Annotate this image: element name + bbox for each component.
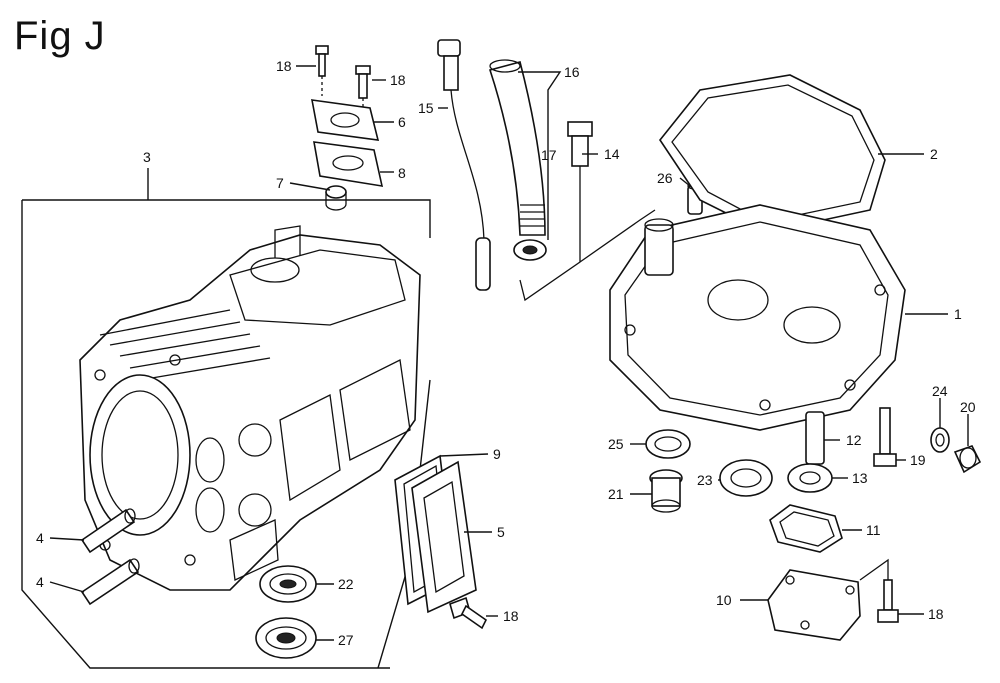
callout-4: 4 [36,530,44,546]
callout-6: 6 [398,114,406,130]
part-16-filler-tube [488,59,546,236]
callout-18: 18 [276,58,292,74]
part-5-cover [411,460,477,614]
part-12-shaft [805,411,825,465]
part-17-seal [513,239,547,261]
part-4-dowel-upper [80,508,136,554]
part-3-cylinder-block [21,199,431,669]
callout-18: 18 [928,606,944,622]
callout-18: 18 [390,72,406,88]
callout-15: 15 [418,100,434,116]
part-19-bolt [873,407,897,467]
figure-title: Fig J [14,14,106,58]
part-21-plug [649,469,683,513]
part-18-bolt-top-right [355,65,371,110]
part-20-plug [953,445,982,474]
part-2-gasket [659,74,886,226]
part-6-gasket [311,99,380,141]
part-18-bolt-plate [859,558,899,623]
part-18-bolt-cover [449,596,488,630]
callout-26: 26 [657,170,673,186]
part-23-seal [719,459,773,497]
part-18-bolt-top-left [315,45,329,96]
callout-17: 17 [541,147,557,163]
callout-20: 20 [960,399,976,415]
callout-labels: 18 18 6 8 7 3 15 16 17 14 26 2 1 9 5 4 4… [36,58,976,648]
callout-14: 14 [604,146,620,162]
callout-13: 13 [852,470,868,486]
callout-2: 2 [930,146,938,162]
part-24-washer [930,427,950,453]
part-1-crankcase-cover [609,204,906,431]
part-14-sensor [519,121,656,302]
callout-1: 1 [954,306,962,322]
part-7-collar [325,185,347,211]
callout-22: 22 [338,576,354,592]
part-11-gasket [769,504,843,553]
part-13-gear [787,463,833,493]
callout-11: 11 [866,522,881,538]
leader-lines [49,65,969,641]
part-22-bearing [259,565,317,603]
callout-12: 12 [846,432,862,448]
callout-18: 18 [503,608,519,624]
callout-5: 5 [497,524,505,540]
callout-16: 16 [564,64,580,80]
callout-19: 19 [910,452,926,468]
callout-4: 4 [36,574,44,590]
callout-8: 8 [398,165,406,181]
part-4-dowel-lower [80,558,140,606]
callout-27: 27 [338,632,354,648]
part-25-seal [645,429,691,459]
callout-24: 24 [932,383,948,399]
part-8-gasket [313,141,384,187]
part-10-plate [767,569,861,641]
callout-23: 23 [697,472,713,488]
callout-3: 3 [143,149,151,165]
part-15-dipstick [437,39,491,291]
callout-25: 25 [608,436,624,452]
part-27-bearing [255,617,317,659]
callout-21: 21 [608,486,624,502]
callout-10: 10 [716,592,732,608]
callout-9: 9 [493,446,501,462]
callout-7: 7 [276,175,284,191]
